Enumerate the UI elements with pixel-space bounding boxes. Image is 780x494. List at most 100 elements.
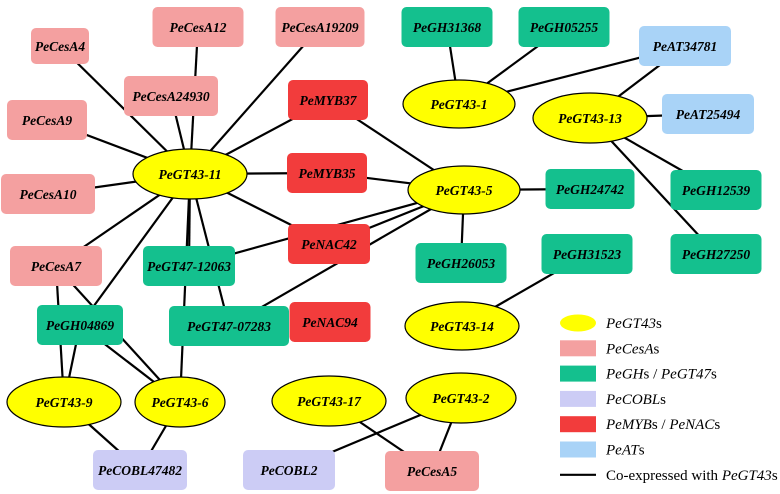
legend-label: PeATs [605, 443, 645, 459]
node-label: PeCesA19209 [281, 20, 358, 35]
node-gh31368[interactable]: PeGH31368 [401, 7, 493, 47]
node-cesa5[interactable]: PeCesA5 [385, 451, 479, 491]
gh-box [169, 306, 289, 346]
node-gt43_13[interactable]: PeGT43-13 [532, 92, 648, 144]
node-label: PeCesA12 [170, 20, 227, 35]
legend-label: PeCesAs [605, 341, 659, 357]
node-label: PeCesA5 [407, 464, 457, 479]
node-label: PeGH12539 [682, 183, 750, 198]
node-label: PeGH26053 [427, 256, 495, 271]
node-cesa12[interactable]: PeCesA12 [152, 7, 244, 47]
node-label: PeGT47-12063 [147, 259, 231, 274]
node-gt47_12063[interactable]: PeGT47-12063 [143, 246, 235, 286]
myb-box [288, 80, 368, 120]
node-label: PeGH31523 [553, 247, 621, 262]
node-label: PeGH04869 [46, 318, 114, 333]
node-gt43_11[interactable]: PeGT43-11 [132, 148, 248, 200]
node-label: PeGT43-1 [431, 97, 488, 112]
node-label: PeGT43-17 [297, 394, 362, 409]
node-label: PeGT43-13 [558, 111, 622, 126]
node-label: PeNAC94 [302, 315, 358, 330]
node-label: PeCesA4 [35, 39, 85, 54]
node-cesa19209[interactable]: PeCesA19209 [275, 7, 365, 47]
node-label: PeGT43-5 [436, 183, 493, 198]
gh-box [401, 7, 493, 47]
node-label: PeAT34781 [653, 39, 718, 54]
node-cesa9[interactable]: PeCesA9 [7, 100, 87, 140]
node-label: PeGT43-9 [36, 395, 93, 410]
node-gh26053[interactable]: PeGH26053 [415, 243, 507, 283]
myb-box [289, 302, 371, 342]
node-nac42[interactable]: PeNAC42 [288, 224, 370, 264]
gt43-ellipse [532, 92, 648, 144]
legend-label: PeCOBLs [605, 392, 666, 408]
node-label: PeGT43-14 [430, 319, 494, 334]
node-at34781[interactable]: PeAT34781 [639, 26, 731, 66]
node-gt43_9[interactable]: PeGT43-9 [6, 376, 122, 428]
node-at25494[interactable]: PeAT25494 [662, 94, 754, 134]
gh-box [670, 170, 762, 210]
gt43-ellipse [134, 376, 226, 428]
cesa-box [152, 7, 244, 47]
node-gt43_6[interactable]: PeGT43-6 [134, 376, 226, 428]
legend-item-gt43: PeGT43s [560, 314, 662, 332]
cobl-box [243, 450, 335, 490]
node-gh31523[interactable]: PeGH31523 [541, 234, 633, 274]
node-cesa24930[interactable]: PeCesA24930 [124, 76, 218, 116]
node-label: PeGH31368 [413, 20, 481, 35]
node-cesa7[interactable]: PeCesA7 [10, 246, 102, 286]
at-box [662, 94, 754, 134]
legend-label: PeGHs / PeGT47s [605, 367, 717, 383]
edge-gt43_11-cesa19209 [189, 26, 321, 175]
node-label: PeMYB35 [299, 166, 356, 181]
node-label: PeGT43-6 [152, 395, 209, 410]
cesa-box [7, 100, 87, 140]
node-label: PeGT43-11 [159, 167, 222, 182]
node-gh05255[interactable]: PeGH05255 [518, 7, 610, 47]
node-label: PeCesA24930 [132, 89, 209, 104]
node-myb35[interactable]: PeMYB35 [287, 153, 367, 193]
gt43-ellipse [132, 148, 248, 200]
node-label: PeGT47-07283 [187, 319, 271, 334]
node-cobl2[interactable]: PeCOBL2 [243, 450, 335, 490]
legend-item-gh: PeGHs / PeGT47s [560, 365, 717, 383]
node-label: PeCOBL2 [261, 463, 318, 478]
legend-item-cobl: PeCOBLs [560, 390, 666, 408]
legend-swatch [560, 365, 596, 382]
gh-box [143, 246, 235, 286]
cesa-box [385, 451, 479, 491]
node-cesa10[interactable]: PeCesA10 [1, 174, 95, 214]
node-gh24742[interactable]: PeGH24742 [545, 169, 635, 209]
node-nac94[interactable]: PeNAC94 [289, 302, 371, 342]
node-cobl47482[interactable]: PeCOBL47482 [93, 450, 187, 490]
cobl-box [93, 450, 187, 490]
gh-box [670, 234, 762, 274]
legend-label: PeMYBs / PeNACs [605, 417, 720, 433]
node-gh27250[interactable]: PeGH27250 [670, 234, 762, 274]
cesa-box [1, 174, 95, 214]
cesa-box [275, 7, 365, 47]
node-label: PeGH27250 [682, 247, 750, 262]
node-gt47_07283[interactable]: PeGT47-07283 [169, 306, 289, 346]
legend-item-cesa: PeCesAs [560, 340, 659, 357]
legend-swatch [560, 416, 596, 433]
node-label: PeGH24742 [556, 182, 624, 197]
gt43-ellipse [404, 301, 520, 351]
node-gt43_2[interactable]: PeGT43-2 [405, 372, 517, 424]
node-gt43_5[interactable]: PeGT43-5 [407, 165, 521, 215]
node-label: PeCesA10 [20, 187, 77, 202]
node-gt43_14[interactable]: PeGT43-14 [404, 301, 520, 351]
legend-item-myb: PeMYBs / PeNACs [560, 416, 720, 433]
cesa-box [124, 76, 218, 116]
node-gt43_17[interactable]: PeGT43-17 [271, 375, 387, 427]
node-cesa4[interactable]: PeCesA4 [31, 28, 89, 64]
legend-swatch [560, 441, 596, 458]
node-gh12539[interactable]: PeGH12539 [670, 170, 762, 210]
legend-item-edge: Co-expressed with PeGT43s [560, 468, 778, 484]
legend-swatch [560, 340, 596, 357]
cesa-box [31, 28, 89, 64]
node-gh04869[interactable]: PeGH04869 [37, 305, 123, 345]
node-label: PeGT43-2 [433, 391, 490, 406]
node-myb37[interactable]: PeMYB37 [288, 80, 368, 120]
node-gt43_1[interactable]: PeGT43-1 [402, 79, 516, 129]
